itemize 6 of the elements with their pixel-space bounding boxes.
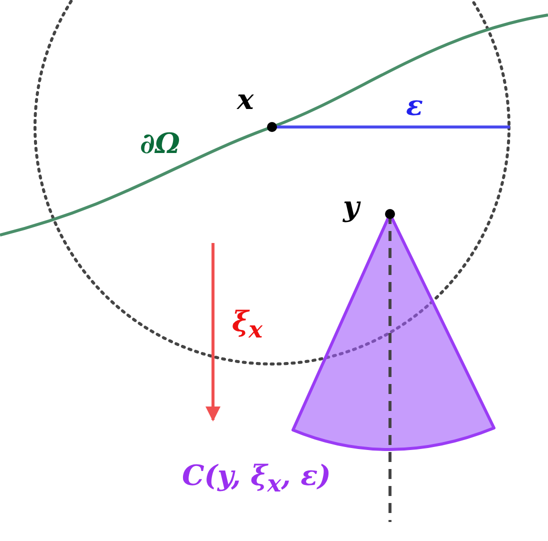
radius-label: ε (406, 92, 424, 120)
point-label: y (343, 193, 360, 221)
boundary-label: ∂Ω (140, 130, 180, 158)
point-label: x (237, 86, 254, 114)
direction-label: ξ$_{x}$ (232, 308, 263, 342)
cone-label: C(y, ξ$_{x}$, ε) (182, 462, 331, 496)
